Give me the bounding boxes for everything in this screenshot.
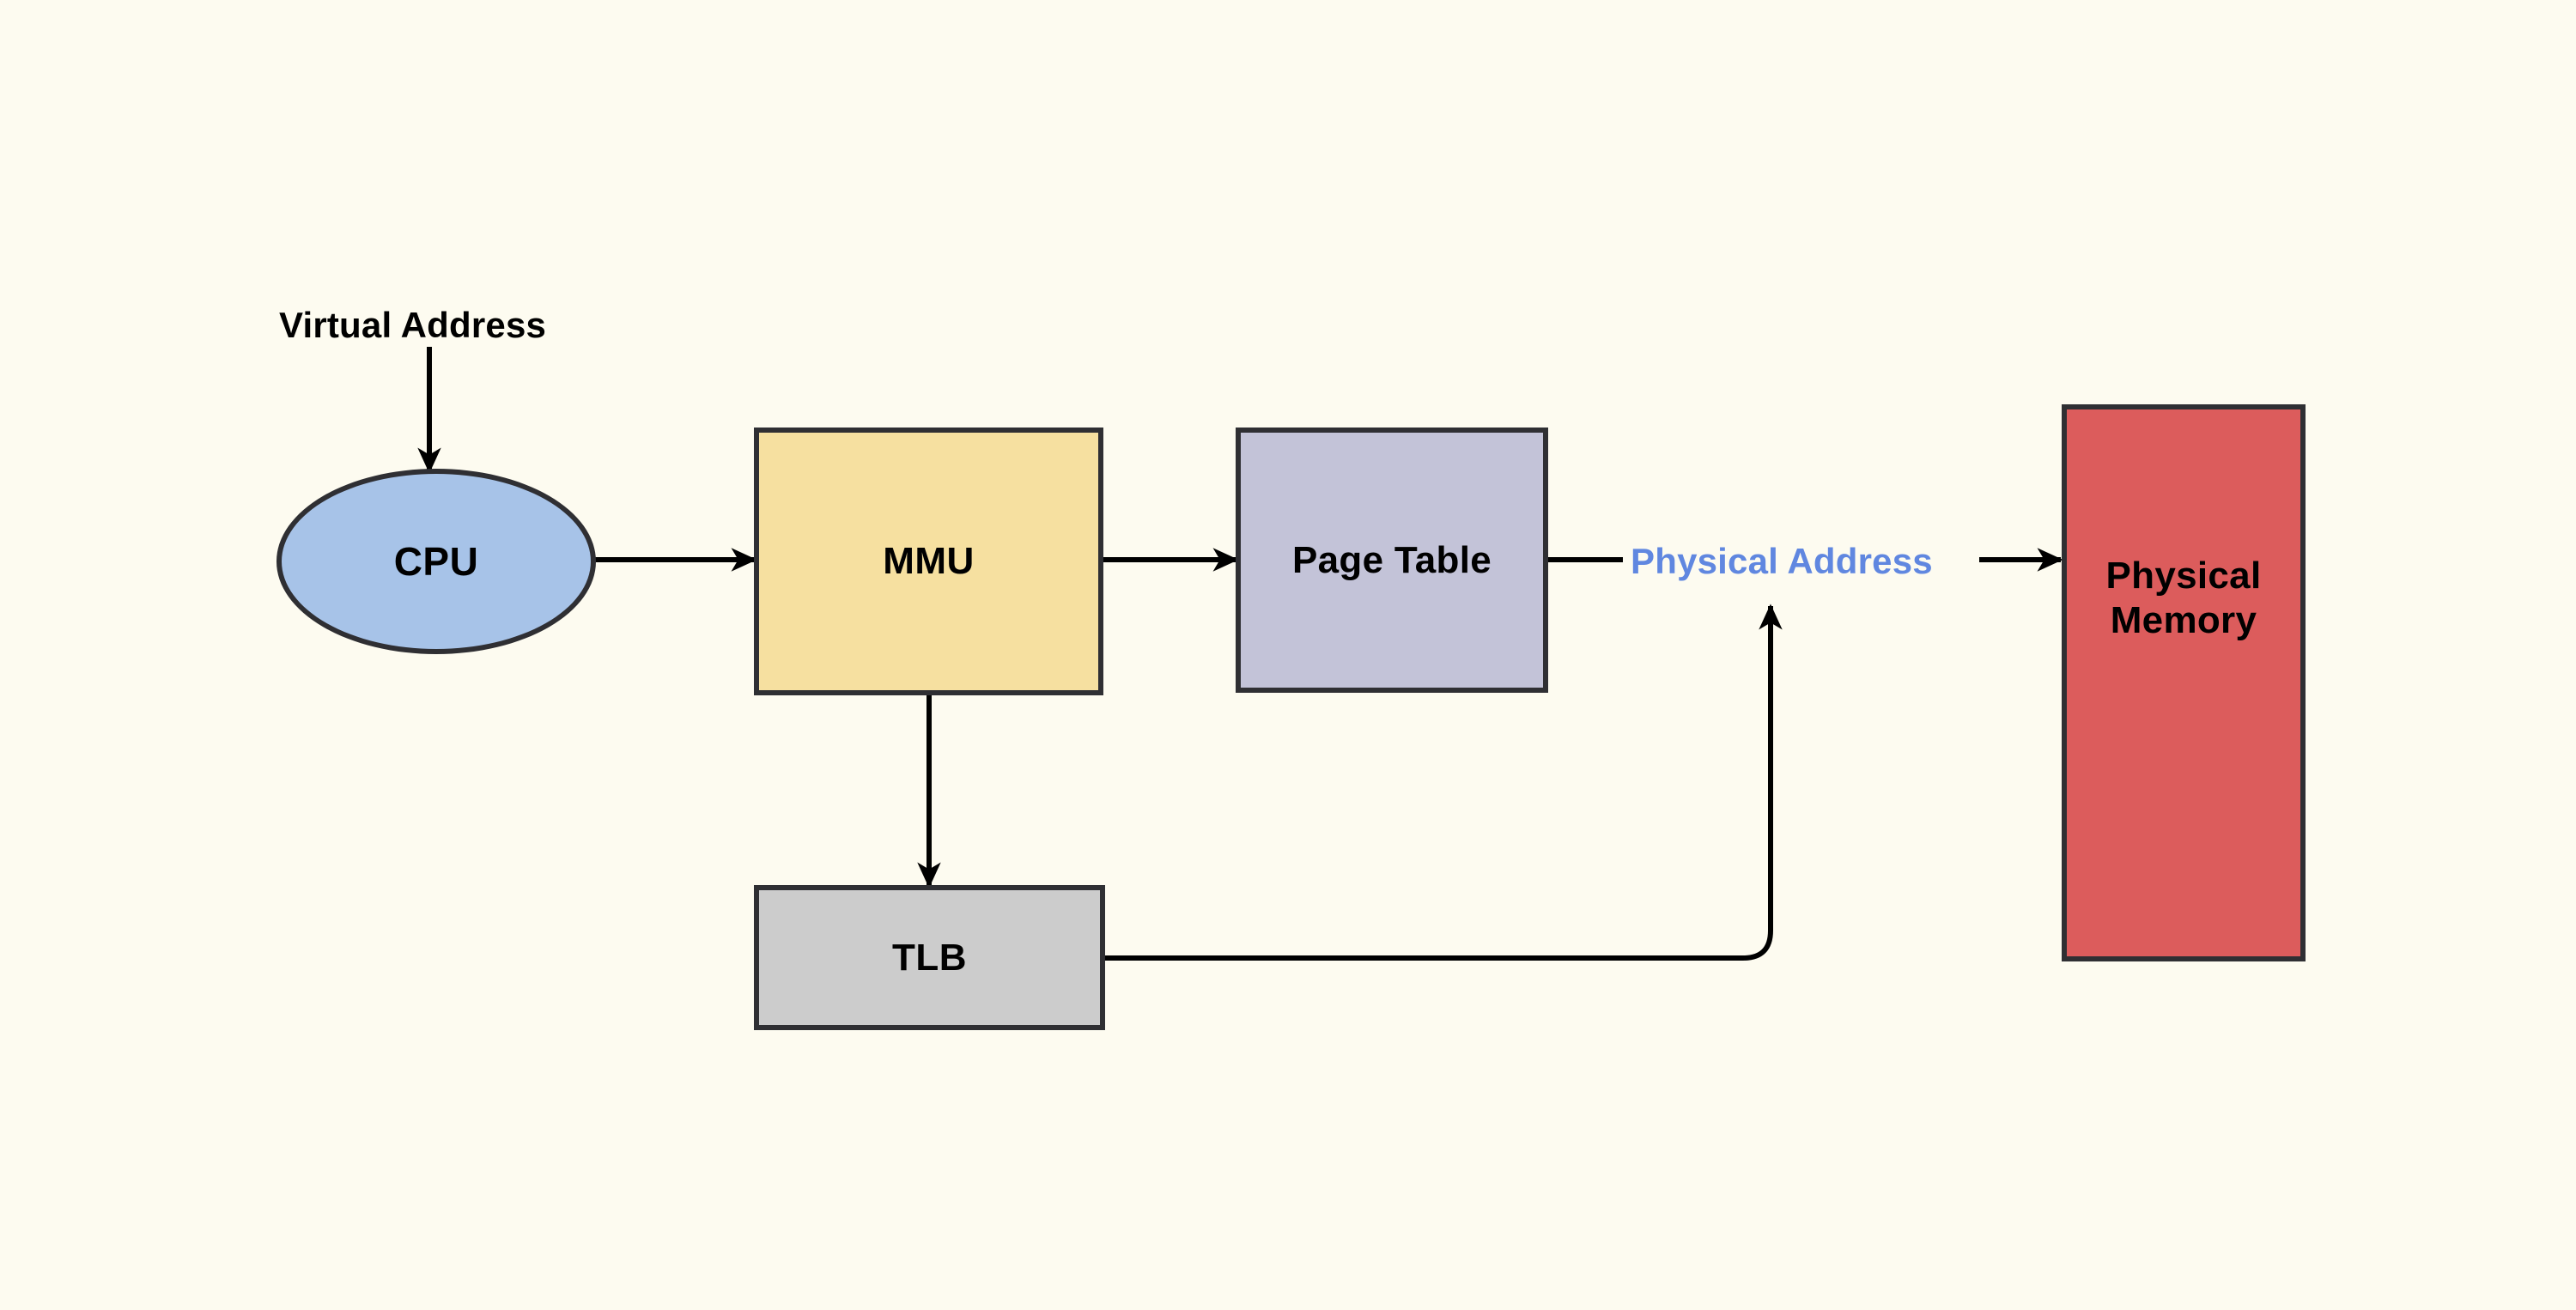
node-physical-memory-label-line2: Memory [2110, 598, 2257, 641]
node-physical-memory-label: Physical Memory [2106, 554, 2262, 643]
node-tlb[interactable]: TLB [754, 885, 1105, 1030]
node-page-table-label: Page Table [1291, 538, 1492, 581]
node-cpu[interactable]: CPU [276, 469, 596, 654]
node-mmu[interactable]: MMU [754, 428, 1103, 695]
node-physical-memory-label-line1: Physical [2105, 555, 2262, 597]
label-virtual-address: Virtual Address [279, 305, 547, 345]
label-physical-address: Physical Address [1631, 541, 1933, 581]
node-physical-memory[interactable]: Physical Memory [2062, 404, 2306, 961]
node-cpu-label: CPU [393, 538, 479, 584]
node-page-table[interactable]: Page Table [1236, 428, 1548, 693]
node-tlb-label: TLB [891, 936, 968, 979]
node-mmu-label: MMU [883, 540, 975, 583]
